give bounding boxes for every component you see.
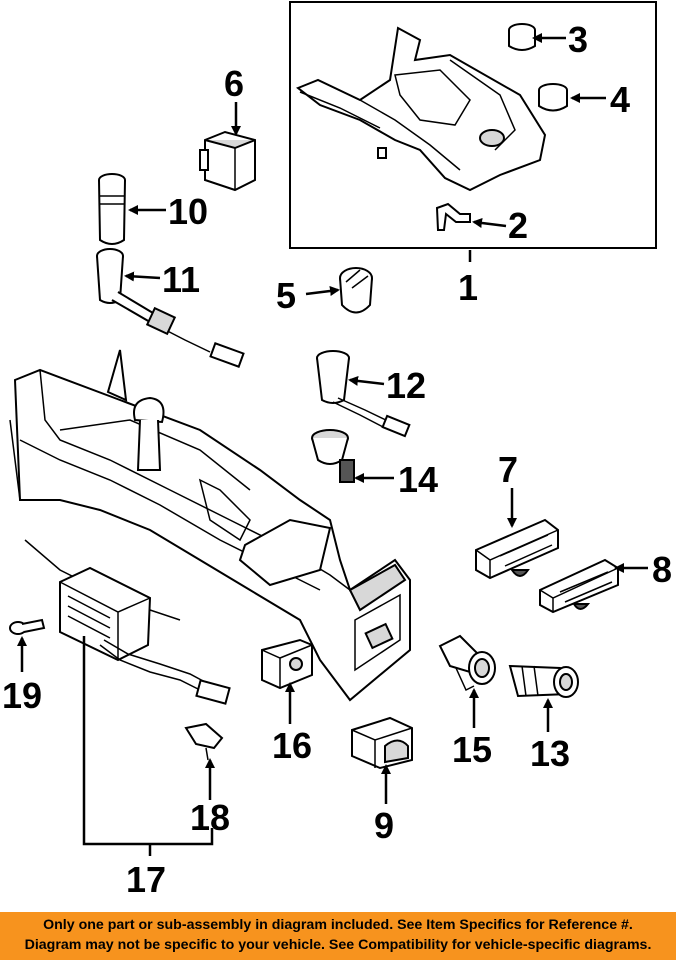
- callout-18: 18: [190, 797, 230, 838]
- callout-3: 3: [568, 19, 588, 60]
- callout-8: 8: [652, 549, 672, 590]
- power-socket-harness-11: [96, 248, 245, 368]
- callout-17: 17: [126, 859, 166, 900]
- callout-9: 9: [374, 805, 394, 846]
- power-socket-10: [98, 173, 126, 245]
- callout-7: 7: [498, 449, 518, 490]
- switch-9: [351, 716, 413, 770]
- callout-19: 19: [2, 675, 42, 716]
- clip: [435, 202, 471, 231]
- power-socket-harness-12: [316, 350, 411, 438]
- center-console: [9, 349, 411, 702]
- callout-15: 15: [452, 729, 492, 770]
- switch-16: [261, 638, 313, 690]
- knob: [339, 267, 373, 314]
- disclaimer-banner: Only one part or sub-assembly in diagram…: [0, 912, 676, 960]
- callout-14: 14: [398, 459, 438, 500]
- power-socket-14: [311, 429, 355, 483]
- callout-11: 11: [162, 259, 200, 300]
- disclaimer-line-1: Only one part or sub-assembly in diagram…: [43, 917, 633, 933]
- shifter-trim-panel: [296, 26, 547, 192]
- callout-1: 1: [458, 267, 478, 308]
- switch-module: [199, 130, 256, 192]
- sensor-15: [438, 634, 496, 692]
- socket-13: [508, 664, 579, 698]
- disclaimer-line-2: Diagram may not be specific to your vehi…: [24, 937, 652, 953]
- screw-19: [9, 618, 46, 635]
- callout-4: 4: [610, 79, 630, 120]
- cap-small: [508, 23, 536, 51]
- switch-bar-8: [539, 558, 619, 614]
- callout-10: 10: [168, 191, 208, 232]
- leader-lines: [17, 33, 648, 856]
- callout-13: 13: [530, 733, 570, 774]
- callout-6: 6: [224, 63, 244, 104]
- cap-large: [538, 83, 568, 112]
- callout-2: 2: [508, 205, 528, 246]
- assembly-1-box: [289, 1, 657, 249]
- clip-18: [184, 722, 224, 761]
- switch-bar-7: [475, 518, 559, 580]
- callout-16: 16: [272, 725, 312, 766]
- callout-5: 5: [276, 275, 296, 316]
- control-unit-17: [59, 566, 231, 705]
- callout-12: 12: [386, 365, 426, 406]
- parts-diagram: 1 2 3 4 5 6 7 8 9 10 11 12 13 14 15 16 1…: [2, 1, 672, 900]
